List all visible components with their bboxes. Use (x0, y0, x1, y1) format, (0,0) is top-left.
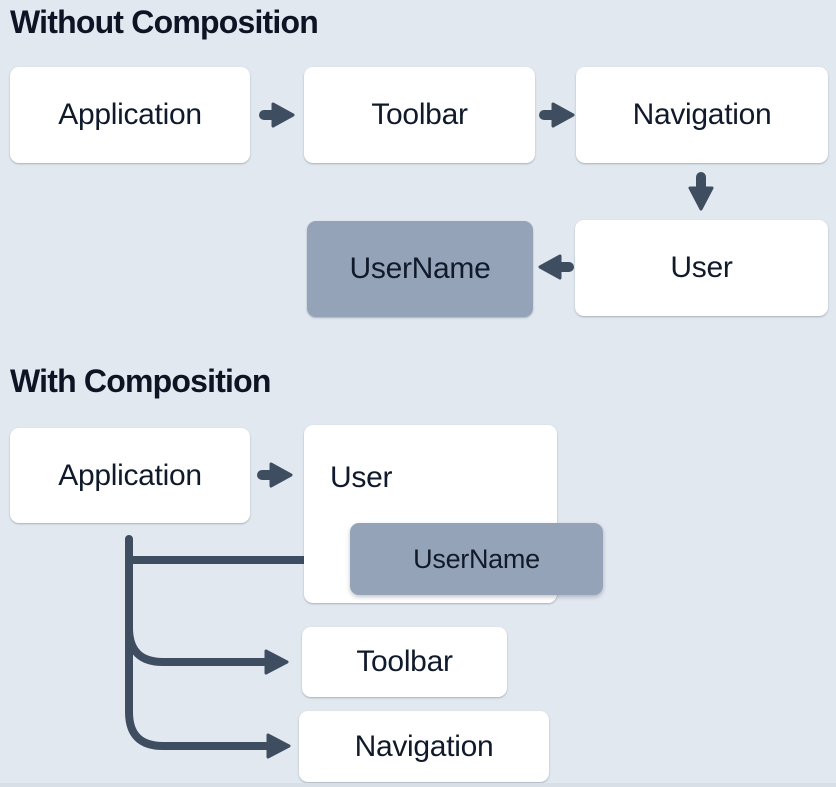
node-label: Application (58, 458, 202, 492)
node-label: UserName (413, 543, 540, 574)
node-label: Navigation (632, 98, 772, 131)
section-title-with: With Composition (10, 363, 271, 399)
arrow-left-icon (538, 254, 574, 280)
node-toolbar-leaf: Toolbar (302, 627, 507, 697)
node-label: User (330, 461, 393, 494)
node-user-container: User UserName (304, 425, 603, 603)
arrow-right-icon (539, 102, 575, 128)
arrow-right-icon (259, 102, 295, 128)
node-user: User (575, 220, 828, 316)
arrowhead-to-navigation (266, 733, 291, 759)
node-label: Toolbar (356, 645, 453, 678)
node-label: User (670, 251, 733, 284)
node-username-highlight: UserName (307, 221, 533, 317)
node-navigation-leaf: Navigation (299, 711, 549, 782)
arrowhead-to-toolbar (264, 649, 289, 675)
arrow-right-icon (257, 462, 293, 488)
node-toolbar: Toolbar (304, 67, 535, 163)
node-application-root: Application (10, 428, 250, 523)
node-label: Navigation (354, 729, 494, 763)
section-title-without: Without Composition (10, 4, 319, 40)
arrow-down-icon (688, 172, 714, 211)
node-username-highlight: UserName (350, 523, 603, 595)
node-label: Toolbar (371, 98, 468, 131)
node-application: Application (10, 67, 250, 163)
node-navigation: Navigation (576, 67, 828, 163)
page-edge-divider (0, 783, 836, 787)
node-label: Application (58, 98, 202, 131)
node-label: UserName (349, 252, 491, 285)
